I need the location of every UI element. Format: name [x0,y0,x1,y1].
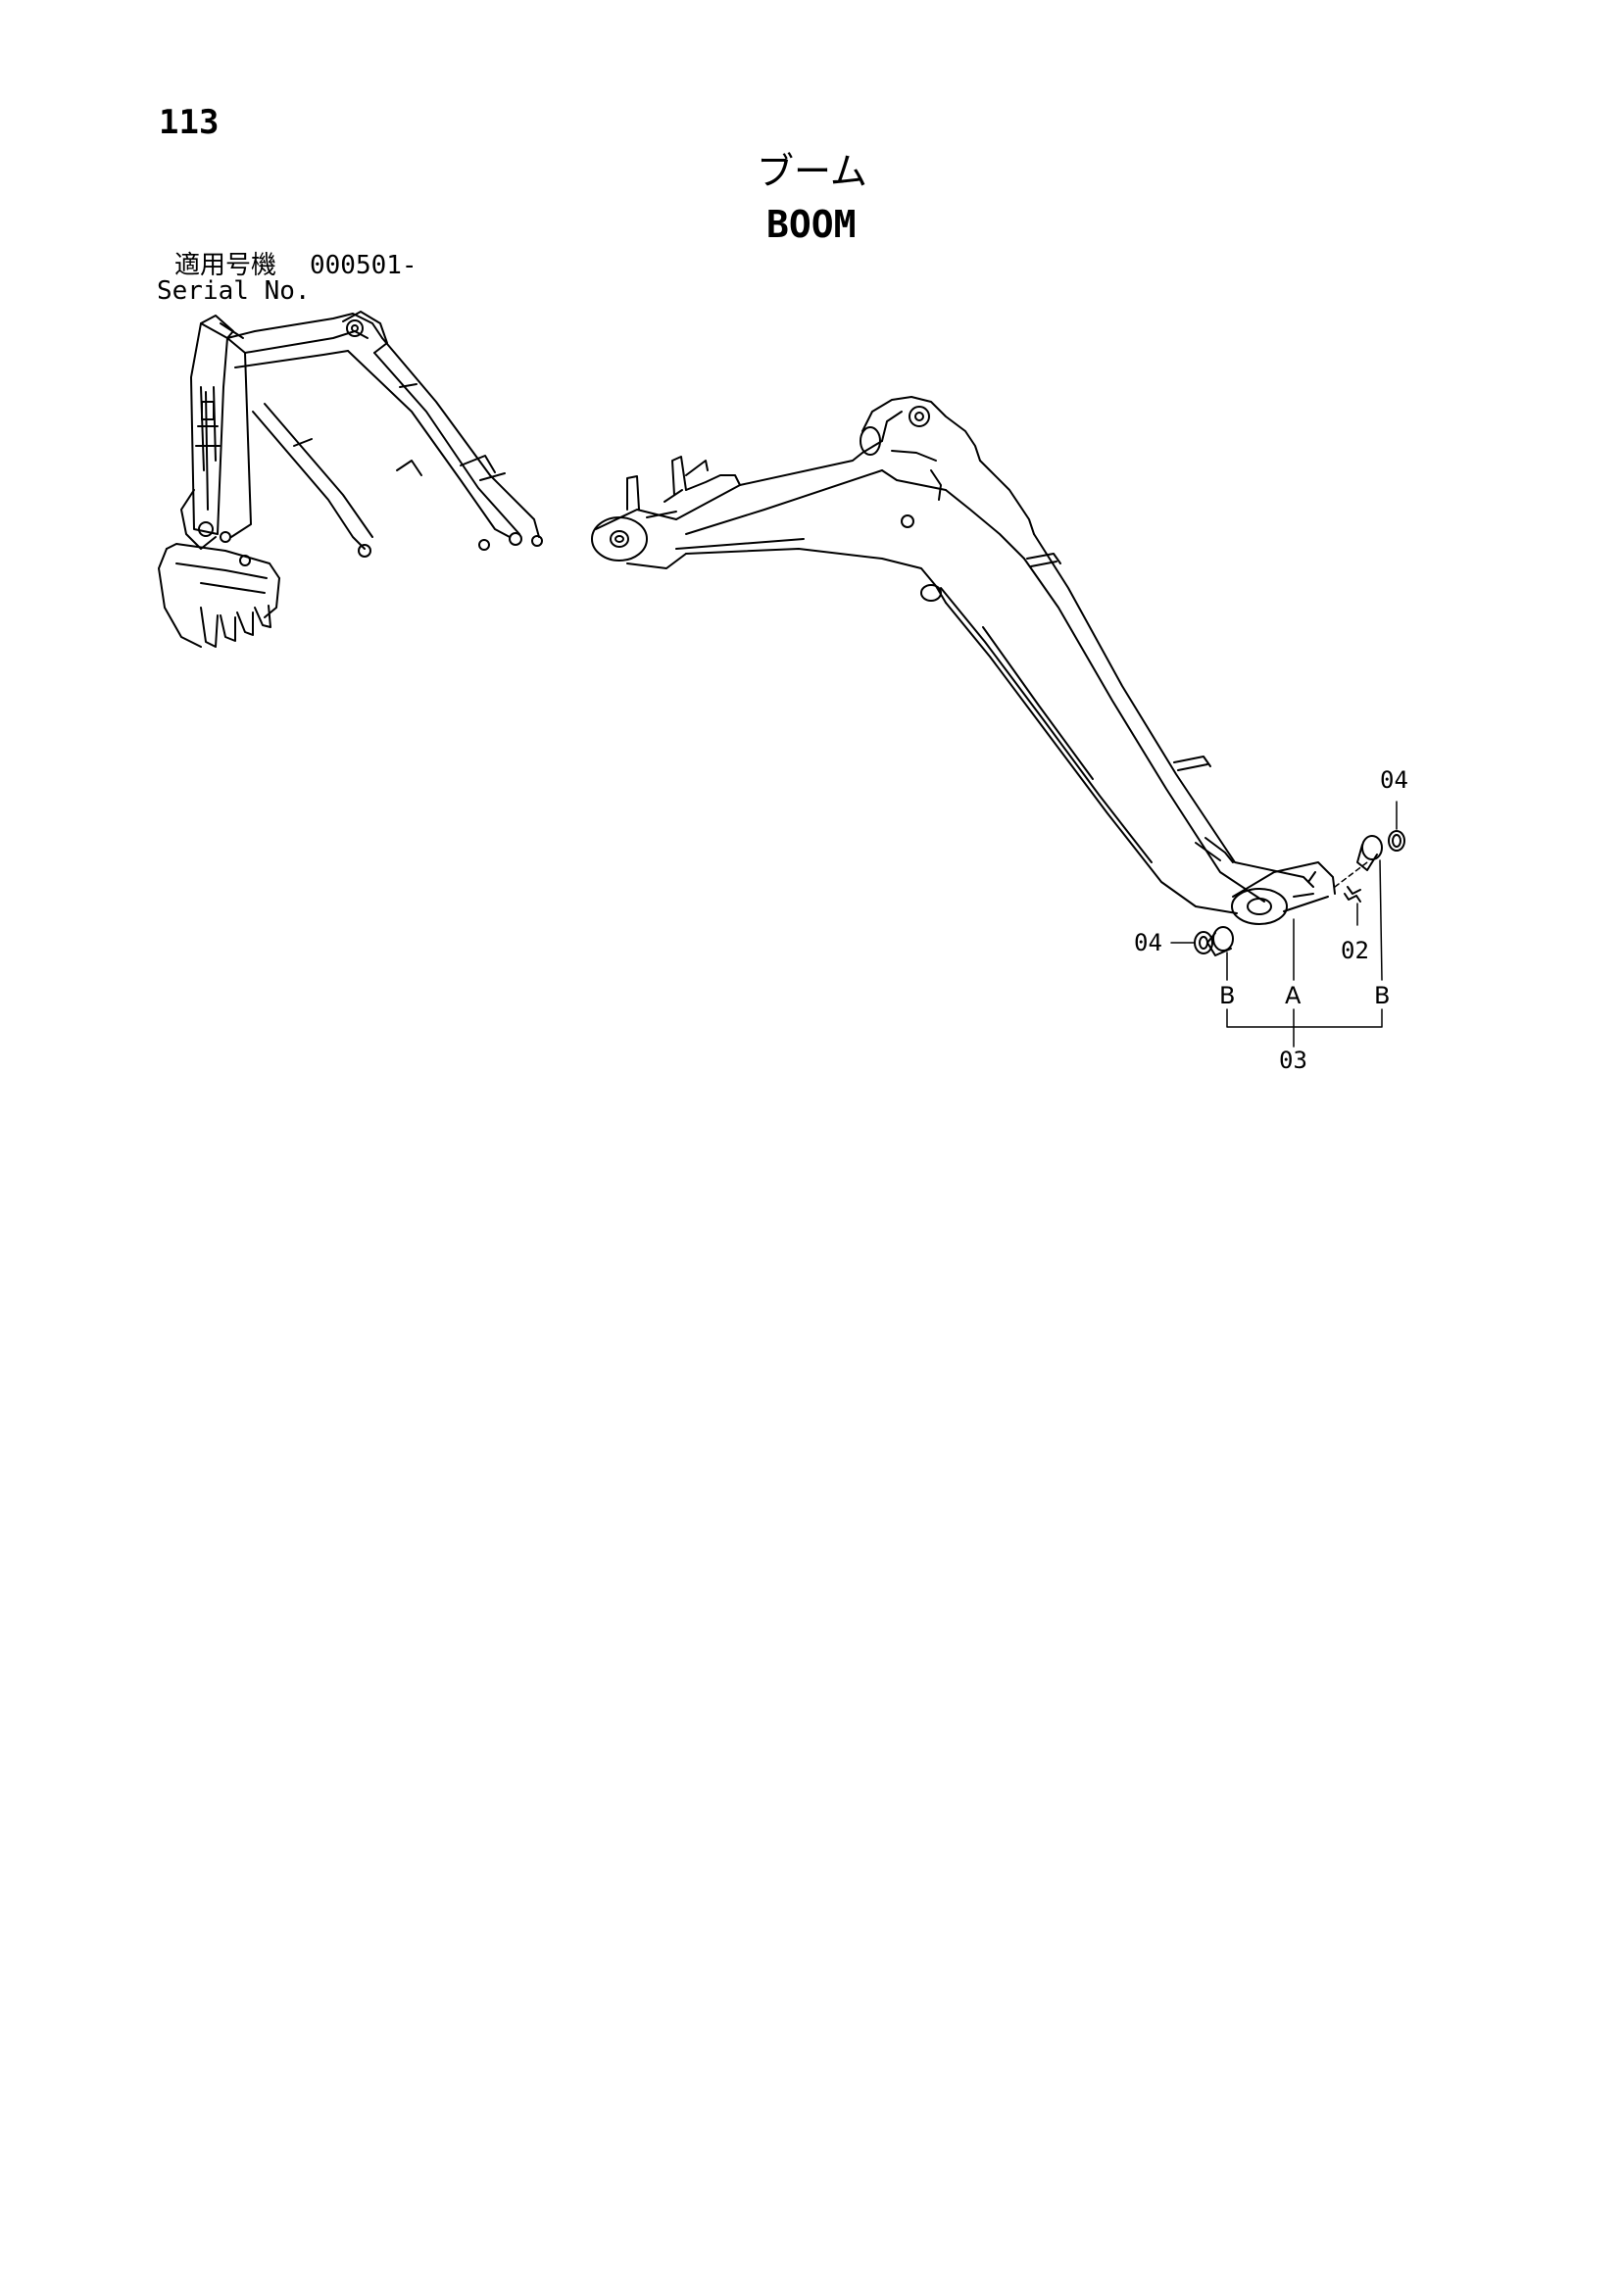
callout-group-a: A [1285,982,1302,1009]
callout-group-b-left: B [1219,982,1236,1009]
callout-02: 02 [1341,937,1369,964]
title-english: BOOM [766,203,857,246]
serial-label-english: Serial No. [157,276,311,306]
callout-03: 03 [1279,1047,1307,1074]
leader-lines [1170,801,1398,1048]
serial-label-japanese: 適用号機 [174,251,277,280]
front-attachment-thumbnail [158,311,543,648]
title-japanese: ブーム [757,150,867,193]
page-number: 113 [159,103,220,142]
callout-group-b-right: B [1374,982,1391,1009]
callout-04-left: 04 [1134,929,1162,956]
boom-structure [591,396,1336,925]
exploded-parts [1194,830,1405,956]
callout-04-right: 04 [1380,766,1408,794]
serial-range: 000501- [310,251,418,280]
